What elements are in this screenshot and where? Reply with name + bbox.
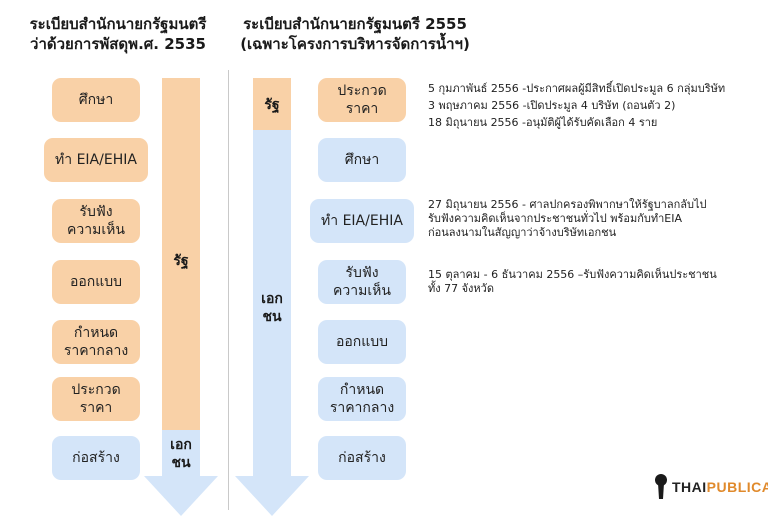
right-step-median-price: กำหนด ราคากลาง: [318, 377, 406, 421]
left-arrow-private-label: เอก ชน: [170, 437, 192, 471]
left-arrow-private-segment: [162, 430, 200, 476]
keyhole-icon: [655, 474, 667, 499]
left-step-hearing: รับฟัง ความเห็น: [52, 199, 140, 243]
right-arrow-head: [235, 476, 309, 516]
left-arrow-state-segment: [162, 78, 200, 430]
logo-text: THAIPUBLICA: [672, 479, 768, 495]
left-step-study: ศึกษา: [52, 78, 140, 122]
left-arrow-head: [144, 476, 218, 516]
left-step-design-label: ออกแบบ: [69, 274, 123, 290]
note-may-2556: 3 พฤษภาคม 2556 -เปิดประมูล 4 บริษัท (ถอน…: [428, 99, 676, 112]
right-title: ระเบียบสำนักนายกรัฐมนตรี 2555 (เฉพาะโครง…: [240, 14, 470, 54]
column-divider: [228, 70, 229, 510]
left-step-bidding: ประกวด ราคา: [52, 377, 140, 421]
note-jun18-2556: 18 มิถุนายน 2556 -อนุมัติผู้ได้รับคัดเลื…: [428, 116, 658, 129]
thaipublica-logo: THAIPUBLICA: [654, 474, 768, 500]
right-step-hearing: รับฟัง ความเห็น: [318, 260, 406, 304]
right-step-design-label: ออกแบบ: [335, 334, 389, 350]
right-step-construction-label: ก่อสร้าง: [338, 450, 386, 466]
left-step-hearing-label: รับฟัง ความเห็น: [67, 204, 125, 238]
right-step-study-label: ศึกษา: [344, 152, 380, 168]
right-step-hearing-label: รับฟัง ความเห็น: [333, 265, 391, 299]
left-step-study-label: ศึกษา: [78, 92, 114, 108]
note-court-ruling-line3: ก่อนลงนามในสัญญาว่าจ้างบริษัทเอกชน: [428, 226, 617, 239]
right-arrow-state-segment: [253, 78, 291, 130]
note-hearing-period-line1: 15 ตุลาคม - 6 ธันวาคม 2556 –รับฟังความคิ…: [428, 268, 717, 281]
right-arrow-private-label: เอก ชน: [261, 291, 283, 325]
right-step-eia-label: ทำ EIA/EHIA: [321, 213, 403, 229]
right-step-eia: ทำ EIA/EHIA: [310, 199, 414, 243]
left-title: ระเบียบสำนักนายกรัฐมนตรี ว่าด้วยการพัสดุ…: [18, 14, 218, 54]
right-arrow-private-segment: [253, 130, 291, 476]
left-step-construction: ก่อสร้าง: [52, 436, 140, 480]
note-court-ruling-line1: 27 มิถุนายน 2556 - ศาลปกครองพิพากษาให้รั…: [428, 198, 707, 211]
right-step-bidding: ประกวด ราคา: [318, 78, 406, 122]
left-step-construction-label: ก่อสร้าง: [72, 450, 120, 466]
left-step-median-price-label: กำหนด ราคากลาง: [63, 325, 129, 359]
right-step-study: ศึกษา: [318, 138, 406, 182]
right-step-design: ออกแบบ: [318, 320, 406, 364]
note-hearing-period-line2: ทั้ง 77 จังหวัด: [428, 282, 494, 295]
right-arrow-state-label: รัฐ: [264, 97, 280, 113]
left-arrow-state-label: รัฐ: [173, 253, 189, 269]
left-step-eia-label: ทำ EIA/EHIA: [55, 152, 137, 168]
left-step-eia: ทำ EIA/EHIA: [44, 138, 148, 182]
left-title-line1: ระเบียบสำนักนายกรัฐมนตรี: [29, 15, 207, 33]
right-title-line1: ระเบียบสำนักนายกรัฐมนตรี 2555: [243, 15, 467, 33]
left-step-design: ออกแบบ: [52, 260, 140, 304]
left-title-line2: ว่าด้วยการพัสดุพ.ศ. 2535: [30, 35, 206, 53]
left-step-median-price: กำหนด ราคากลาง: [52, 320, 140, 364]
left-step-bidding-label: ประกวด ราคา: [71, 382, 121, 416]
note-court-ruling-line2: รับฟังความคิดเห็นจากประชาชนทั่วไป พร้อมก…: [428, 212, 682, 225]
right-step-construction: ก่อสร้าง: [318, 436, 406, 480]
right-step-bidding-label: ประกวด ราคา: [337, 83, 387, 117]
right-step-median-price-label: กำหนด ราคากลาง: [329, 382, 395, 416]
logo-text-thai: THAI: [672, 479, 707, 495]
right-title-line2: (เฉพาะโครงการบริหารจัดการน้ำฯ): [240, 35, 470, 53]
logo-text-publica: PUBLICA: [706, 479, 768, 495]
note-feb-2556: 5 กุมภาพันธ์ 2556 -ประกาศผลผู้มีสิทธิ์เป…: [428, 82, 726, 95]
